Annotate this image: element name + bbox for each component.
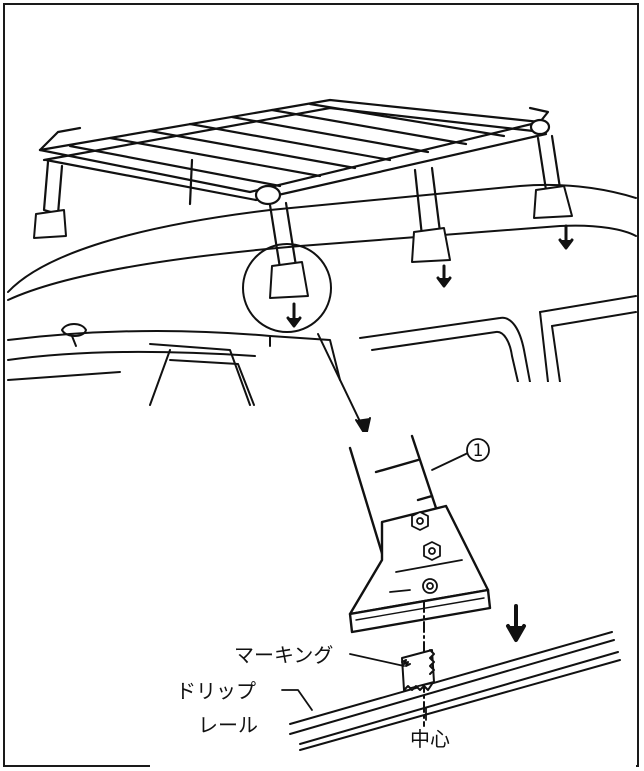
callout-1 xyxy=(431,438,490,471)
detail-foot xyxy=(348,504,492,634)
placement-arrows xyxy=(286,224,574,328)
rack-feet xyxy=(33,185,573,299)
detail-leader-arrow xyxy=(317,333,371,437)
label-drip-line2: レール xyxy=(198,713,258,737)
roof-rack xyxy=(38,98,562,270)
callout-1-number: 1 xyxy=(473,441,484,461)
detail-circle xyxy=(242,243,332,333)
marking-tape xyxy=(401,649,435,691)
install-arrow xyxy=(506,604,526,642)
label-drip-line1: ドリップ xyxy=(176,679,256,703)
detail-bolts xyxy=(389,511,463,594)
label-center: 中心 xyxy=(410,727,450,751)
vehicle-body xyxy=(7,183,637,406)
detail-leg xyxy=(348,434,442,562)
label-leaders xyxy=(281,653,427,721)
drip-rail xyxy=(289,631,621,751)
label-marking: マーキング xyxy=(234,643,333,667)
